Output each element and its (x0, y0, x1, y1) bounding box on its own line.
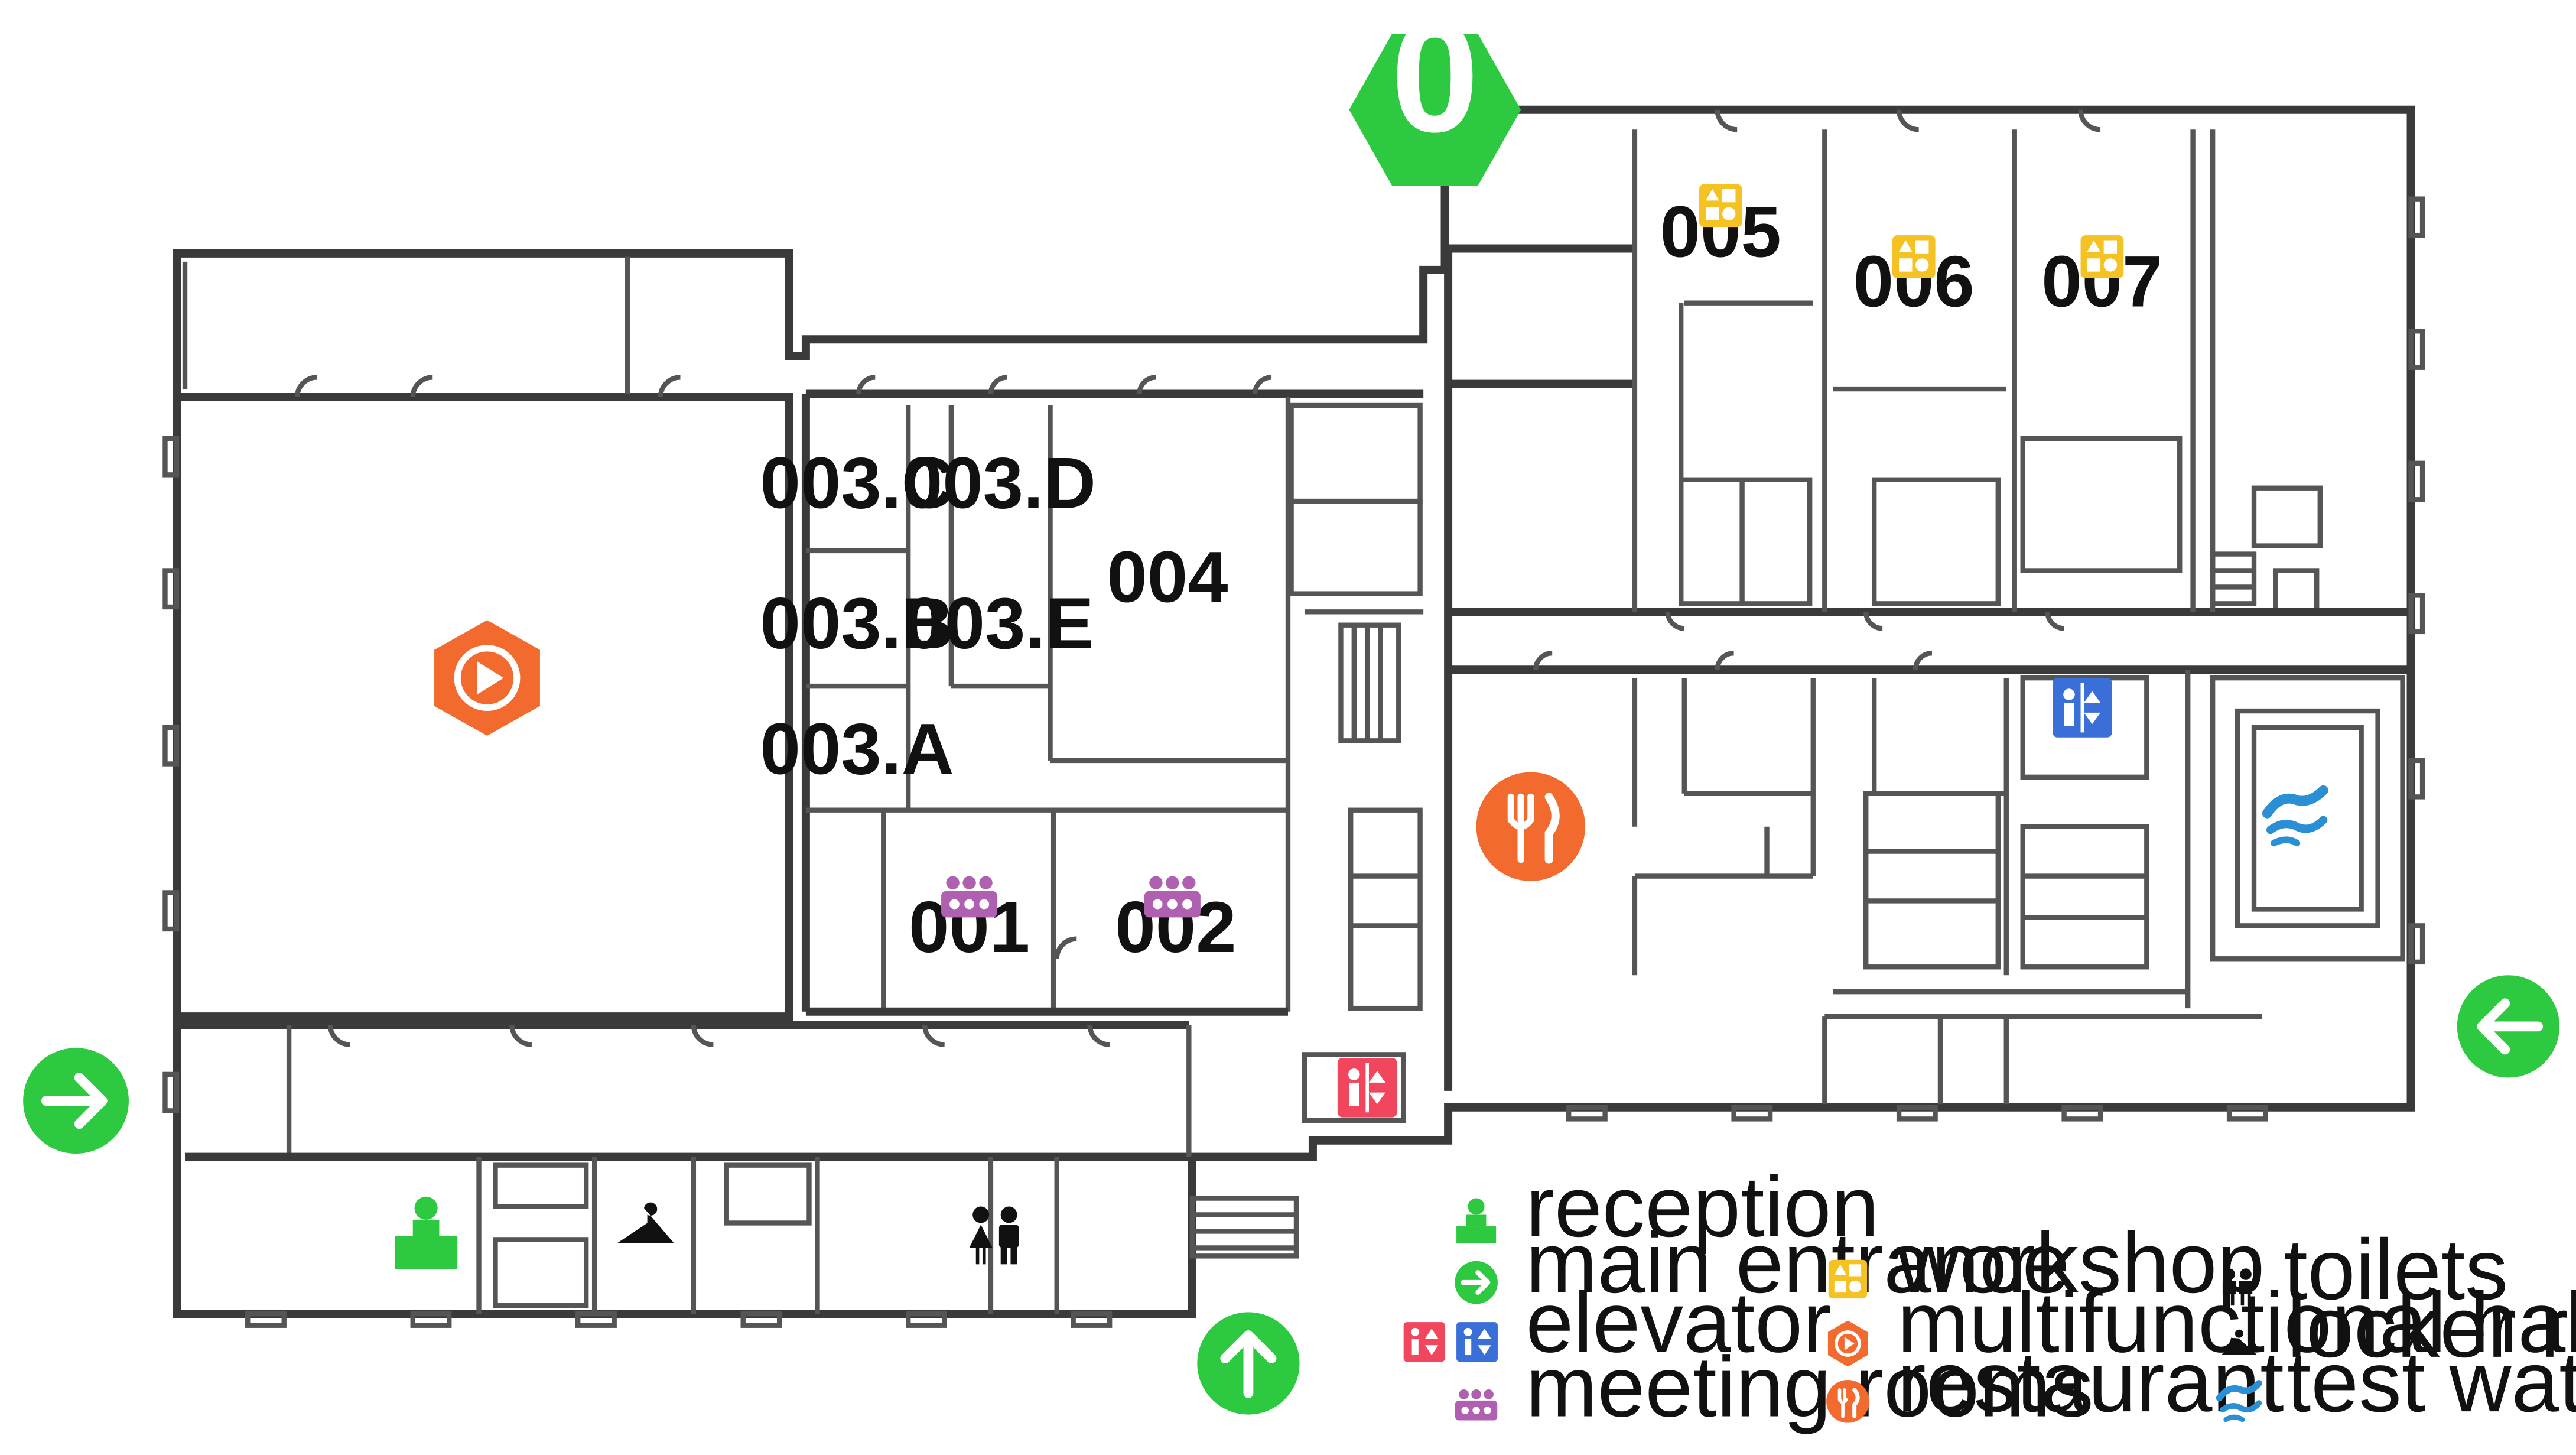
restaurant-icon (1476, 772, 1586, 881)
legend-workshop-label: workshop (1897, 1214, 2265, 1311)
elevator-icon (2053, 678, 2112, 738)
elevator-icon (1337, 1057, 1397, 1118)
room-label-003e: 003.E (904, 583, 1094, 664)
legend-reception-icon (1456, 1198, 1497, 1243)
legend-locker-room-label: locker room (2287, 1279, 2576, 1375)
legend-elevator-label: elevator (1526, 1274, 1831, 1370)
locker-room-icon (617, 1202, 674, 1243)
legend-restaurant-label: restaurant (1897, 1333, 2284, 1430)
floor-label: 0 (1391, 0, 1479, 165)
legend-multifunctional-hall-icon (1827, 1320, 1868, 1367)
entrance-arrow-left-icon (2457, 975, 2560, 1078)
legend-restaurant-icon (1826, 1379, 1869, 1423)
workshop-icon (1892, 235, 1936, 278)
entrance-arrow-right-icon (23, 1048, 129, 1154)
legend-meeting-rooms-label: meeting rooms (1526, 1338, 2093, 1434)
room-label-003d: 003.D (902, 443, 1096, 524)
entrance-arrow-up-icon (1197, 1312, 1300, 1415)
legend-meeting-rooms-icon (1455, 1389, 1498, 1421)
legend-workshop-icon (1828, 1259, 1868, 1299)
room-label-003b: 003.B (760, 583, 954, 664)
legend-entrance-icon (1455, 1261, 1498, 1304)
multifunctional-hall-icon (434, 620, 540, 736)
meeting-room-icon (941, 876, 998, 918)
legend-reception-label: reception (1526, 1158, 1879, 1255)
meeting-room-icon (1144, 876, 1201, 918)
toilets-icon (969, 1206, 1019, 1265)
reception-icon (394, 1196, 458, 1269)
legend-water-tank-icon (2216, 1379, 2262, 1422)
legend-toilets-icon (2222, 1268, 2253, 1306)
legend-elevator-icon (1403, 1322, 1498, 1362)
workshop-icon (1699, 184, 1742, 228)
floor-hexagon-icon: 0 (1349, 0, 1521, 186)
water-tank-icon (2262, 785, 2328, 847)
legend-main-entrance-label: main entrance (1526, 1214, 2070, 1311)
legend-toilets-label: toilets (2284, 1221, 2508, 1317)
building-walls (162, 105, 2425, 1328)
legend-locker-room-icon (2221, 1329, 2258, 1356)
room-label-003c: 003.C (760, 443, 954, 524)
legend-test-water-tank-label: test water tank (2287, 1333, 2576, 1430)
room-label-003a: 003.A (760, 709, 954, 790)
legend: reception main entrance elevator meeting… (1403, 1158, 2576, 1434)
room-label-004: 004 (1107, 537, 1228, 618)
workshop-icon (2080, 235, 2124, 278)
